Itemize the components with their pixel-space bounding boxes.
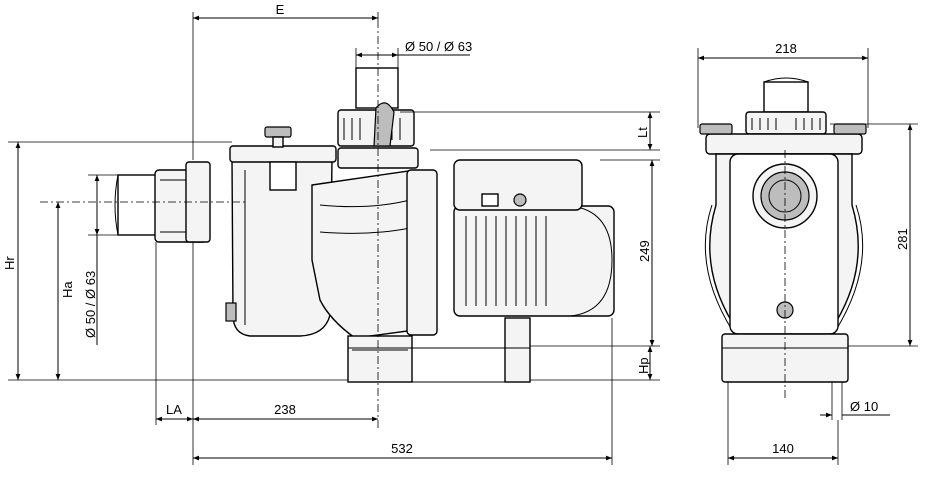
front-knob-left bbox=[699, 123, 733, 135]
front-lid bbox=[705, 133, 863, 155]
pump-body bbox=[311, 169, 416, 339]
dim-lt-label: Lt bbox=[635, 127, 650, 138]
base-foot-rear bbox=[504, 317, 531, 383]
dim-la-label: LA bbox=[166, 402, 182, 417]
dim-diam10-label: Ø 10 bbox=[850, 399, 878, 414]
front-knob-right bbox=[833, 123, 867, 135]
base-foot-front bbox=[347, 335, 413, 383]
dim-281-label: 281 bbox=[895, 228, 910, 250]
dim-238-label: 238 bbox=[274, 402, 296, 417]
dim-diam-top-label: Ø 50 / Ø 63 bbox=[405, 39, 472, 54]
front-outlet-pipe bbox=[763, 81, 809, 113]
dim-e-label: E bbox=[276, 2, 285, 17]
dim-hp-label: Hp bbox=[636, 357, 651, 374]
dim-ha-label: Ha bbox=[60, 281, 75, 298]
front-union-nut bbox=[745, 111, 827, 135]
base-plate bbox=[347, 347, 531, 383]
motor-flange bbox=[406, 169, 438, 336]
dim-218-label: 218 bbox=[775, 41, 797, 56]
outlet-pipe bbox=[355, 67, 399, 109]
dim-140-label: 140 bbox=[772, 441, 794, 456]
front-view bbox=[699, 77, 867, 383]
dim-hr-label: Hr bbox=[2, 256, 17, 270]
control-box-gland bbox=[513, 193, 527, 207]
dim-532-label: 532 bbox=[391, 441, 413, 456]
lid-knob-left bbox=[264, 126, 292, 138]
drain-plug bbox=[225, 302, 237, 322]
motor-housing bbox=[453, 205, 615, 317]
side-view bbox=[114, 67, 615, 383]
dim-249-label: 249 bbox=[637, 240, 652, 262]
strainer-housing bbox=[231, 159, 333, 337]
strainer-lid bbox=[229, 145, 337, 163]
dim-diam-side-label: Ø 50 / Ø 63 bbox=[83, 271, 98, 338]
